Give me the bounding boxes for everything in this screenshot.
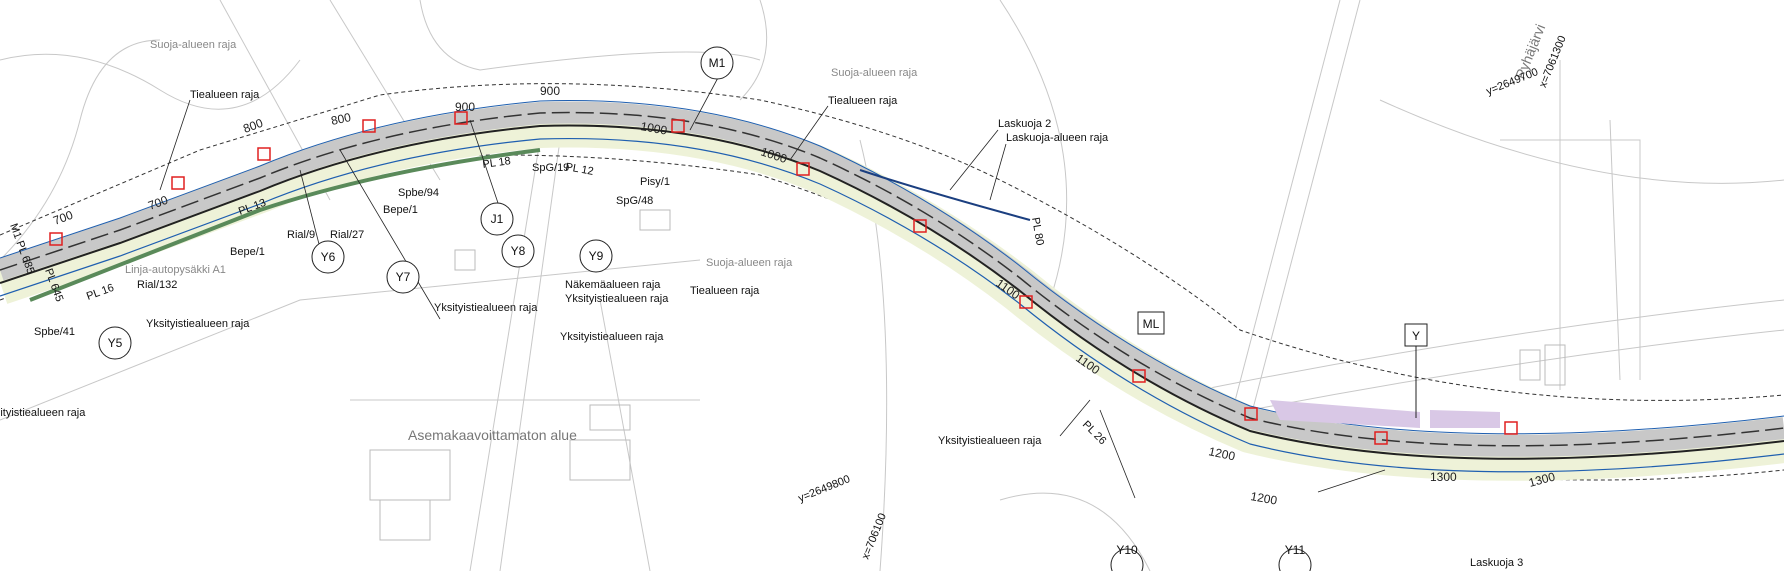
- callout-y10: Y10: [1116, 543, 1138, 557]
- callout-y8: Y8: [511, 244, 526, 258]
- label: Tiealueen raja: [828, 95, 898, 107]
- label: Pisy/1: [640, 176, 670, 188]
- label: Laskuoja 3: [1470, 557, 1523, 569]
- station-label: 900: [540, 84, 560, 98]
- station-label: 1000: [639, 119, 668, 137]
- callout-y9: Y9: [589, 249, 604, 263]
- label: x=706100: [860, 512, 889, 562]
- label: Suoja-alueen raja: [706, 257, 793, 269]
- label: PL 26: [1080, 419, 1109, 448]
- station-label: 1300: [1527, 469, 1557, 490]
- label: Yksityistiealueen raja: [565, 293, 669, 305]
- label: Tiealueen raja: [690, 285, 760, 297]
- label: Suoja-alueen raja: [831, 67, 918, 79]
- label: PL 18: [482, 155, 512, 171]
- label: Linja-autopysäkki A1: [125, 264, 226, 276]
- callout-y11: Y11: [1285, 543, 1306, 557]
- label: Asemakaavoittamaton alue: [408, 427, 577, 443]
- label: Yksityistiealueen raja: [146, 318, 250, 330]
- buildings: [369, 209, 1566, 541]
- light-pole-markers: [49, 111, 1518, 445]
- label: Suoja-alueen raja: [150, 39, 237, 51]
- callout-y6: Y6: [321, 250, 336, 264]
- label: Näkemäalueen raja: [565, 279, 661, 291]
- label: Bepe/1: [230, 246, 265, 258]
- station-label: 700: [51, 208, 75, 228]
- station-label: 800: [330, 110, 353, 128]
- leader-lines: [159, 73, 1386, 499]
- callout-m1: M1: [709, 56, 726, 70]
- label: SpG/48: [616, 195, 653, 207]
- station-label: 700: [146, 193, 170, 213]
- label: Yksityistiealueen raja: [0, 407, 86, 419]
- label: PL 80: [1029, 216, 1046, 246]
- label: Yksityistiealueen raja: [938, 435, 1042, 447]
- label: Rial/27: [330, 229, 364, 241]
- label: y=2649800: [797, 473, 852, 505]
- station-label: 1200: [1249, 489, 1278, 507]
- station-label: 1200: [1207, 444, 1236, 463]
- label: Tiealueen raja: [190, 89, 260, 101]
- purple-area: [1270, 400, 1500, 428]
- callout-y: Y: [1412, 329, 1420, 343]
- label: Rial/9: [287, 229, 315, 241]
- label: Spbe/94: [398, 187, 439, 199]
- label: Rial/132: [137, 279, 177, 291]
- boundary-lines: [0, 83, 1784, 481]
- callout-y7: Y7: [396, 270, 411, 284]
- label: Spbe/41: [34, 326, 75, 338]
- label: Yksityistiealueen raja: [434, 302, 538, 314]
- label: Yksityistiealueen raja: [560, 331, 664, 343]
- callout-y5: Y5: [108, 336, 123, 350]
- laskuoja-2-ditch: [859, 169, 1031, 221]
- label: Bepe/1: [383, 204, 418, 216]
- label: Laskuoja 2: [998, 118, 1051, 130]
- callout-boxes: [1137, 311, 1428, 347]
- label: PL 12: [564, 161, 594, 178]
- station-label: 800: [241, 116, 265, 136]
- callout-j1: J1: [491, 212, 504, 226]
- label: y=2649700: [1485, 66, 1540, 98]
- station-label: 1300: [1430, 470, 1457, 484]
- station-label: 900: [455, 100, 475, 114]
- callout-ml: ML: [1143, 317, 1160, 331]
- callout-circles: [98, 46, 1312, 571]
- label: SpG/19: [532, 162, 569, 174]
- road: [0, 100, 1784, 481]
- label: PL 16: [85, 282, 116, 303]
- label: Laskuoja-alueen raja: [1006, 132, 1109, 144]
